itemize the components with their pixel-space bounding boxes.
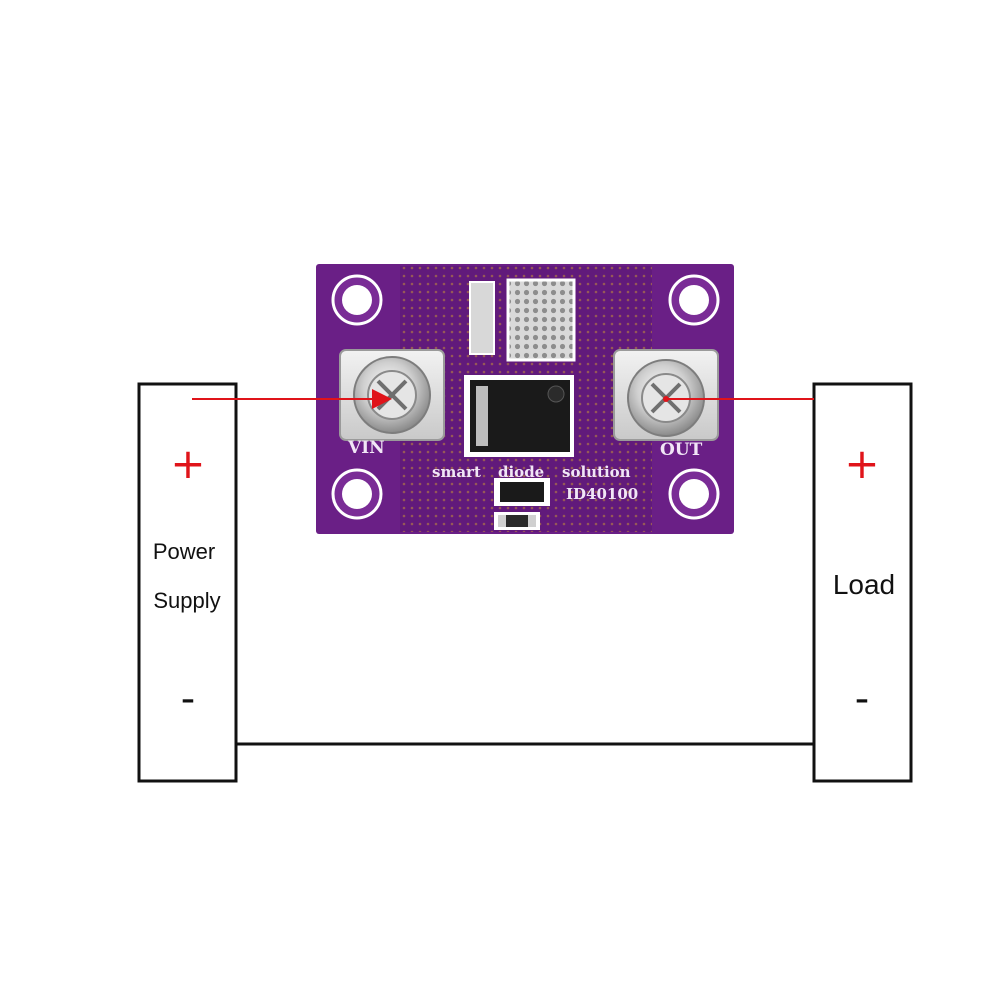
mounting-hole-bottom-left: [331, 468, 383, 520]
silk-vin-label: VIN: [347, 438, 385, 458]
power-supply-box: + Power Supply -: [137, 382, 238, 783]
output-wire-endpoint: [663, 396, 669, 402]
silk-part-number: ID40100: [566, 485, 638, 503]
load-minus: -: [855, 676, 869, 722]
power-supply-minus: -: [181, 676, 195, 722]
load-box: + Load -: [812, 382, 913, 783]
silk-out-label: OUT: [660, 440, 703, 460]
silk-diode-label: diode: [498, 463, 544, 481]
smart-diode-board: VIN OUT smart diode solution ID40100: [316, 264, 734, 534]
power-supply-outline: [137, 382, 238, 783]
pin-header-pads: [469, 281, 495, 355]
load-label: Load: [833, 569, 895, 600]
silk-smart-label: smart: [432, 463, 481, 481]
thermal-pad: [506, 278, 576, 362]
mounting-hole-bottom-right: [668, 468, 720, 520]
load-outline: [812, 382, 913, 783]
mounting-hole-top-right: [668, 274, 720, 326]
mounting-hole-top-left: [331, 274, 383, 326]
controller-chip: [494, 478, 550, 506]
power-supply-label-line1: Power: [153, 539, 215, 564]
mosfet-chip: [464, 375, 574, 457]
smd-resistor: [494, 512, 540, 530]
load-plus: +: [844, 439, 879, 488]
out-screw-terminal: [613, 349, 719, 441]
vin-screw-terminal: [339, 349, 445, 441]
power-supply-plus: +: [170, 439, 205, 488]
silk-solution-label: solution: [562, 463, 631, 481]
power-supply-label-line2: Supply: [153, 588, 220, 613]
